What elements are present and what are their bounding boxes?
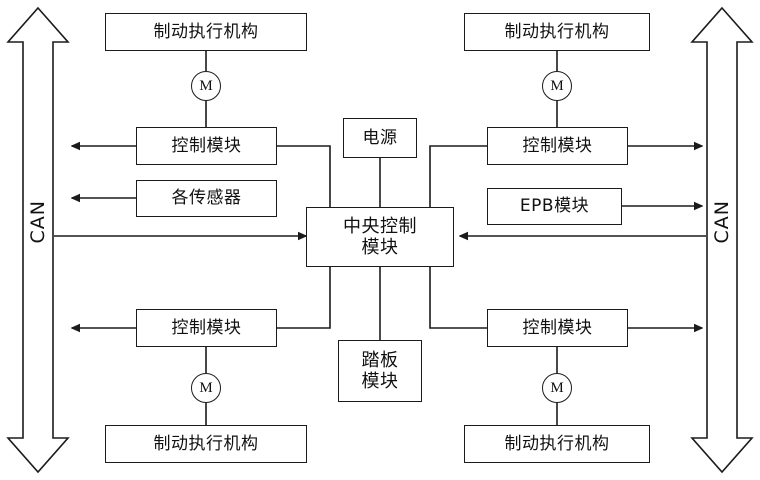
sensors-module[interactable]: 各传感器 [136, 180, 277, 217]
control-module-top-right[interactable]: 控制模块 [487, 127, 628, 165]
motor-bottom-left-icon: M [191, 373, 221, 403]
actuator-bottom-right[interactable]: 制动执行机构 [464, 425, 650, 463]
epb-module[interactable]: EPB模块 [487, 188, 622, 225]
control-module-bottom-right[interactable]: 控制模块 [487, 309, 628, 347]
actuator-top-right[interactable]: 制动执行机构 [464, 13, 650, 51]
motor-top-right-icon: M [542, 71, 572, 101]
left-can-bus-arrow [6, 6, 70, 474]
right-can-label: CAN [711, 200, 733, 244]
control-module-top-left[interactable]: 控制模块 [136, 127, 277, 165]
control-module-bottom-left[interactable]: 控制模块 [136, 309, 277, 347]
actuator-bottom-left[interactable]: 制动执行机构 [105, 425, 307, 463]
central-control-module[interactable]: 中央控制 模块 [306, 207, 454, 267]
pedal-module[interactable]: 踏板 模块 [338, 340, 422, 402]
left-can-label: CAN [27, 200, 49, 244]
motor-bottom-right-icon: M [542, 373, 572, 403]
actuator-top-left[interactable]: 制动执行机构 [105, 13, 307, 51]
power-supply-module[interactable]: 电源 [343, 118, 417, 158]
motor-top-left-icon: M [191, 71, 221, 101]
right-can-bus-arrow [690, 6, 754, 474]
